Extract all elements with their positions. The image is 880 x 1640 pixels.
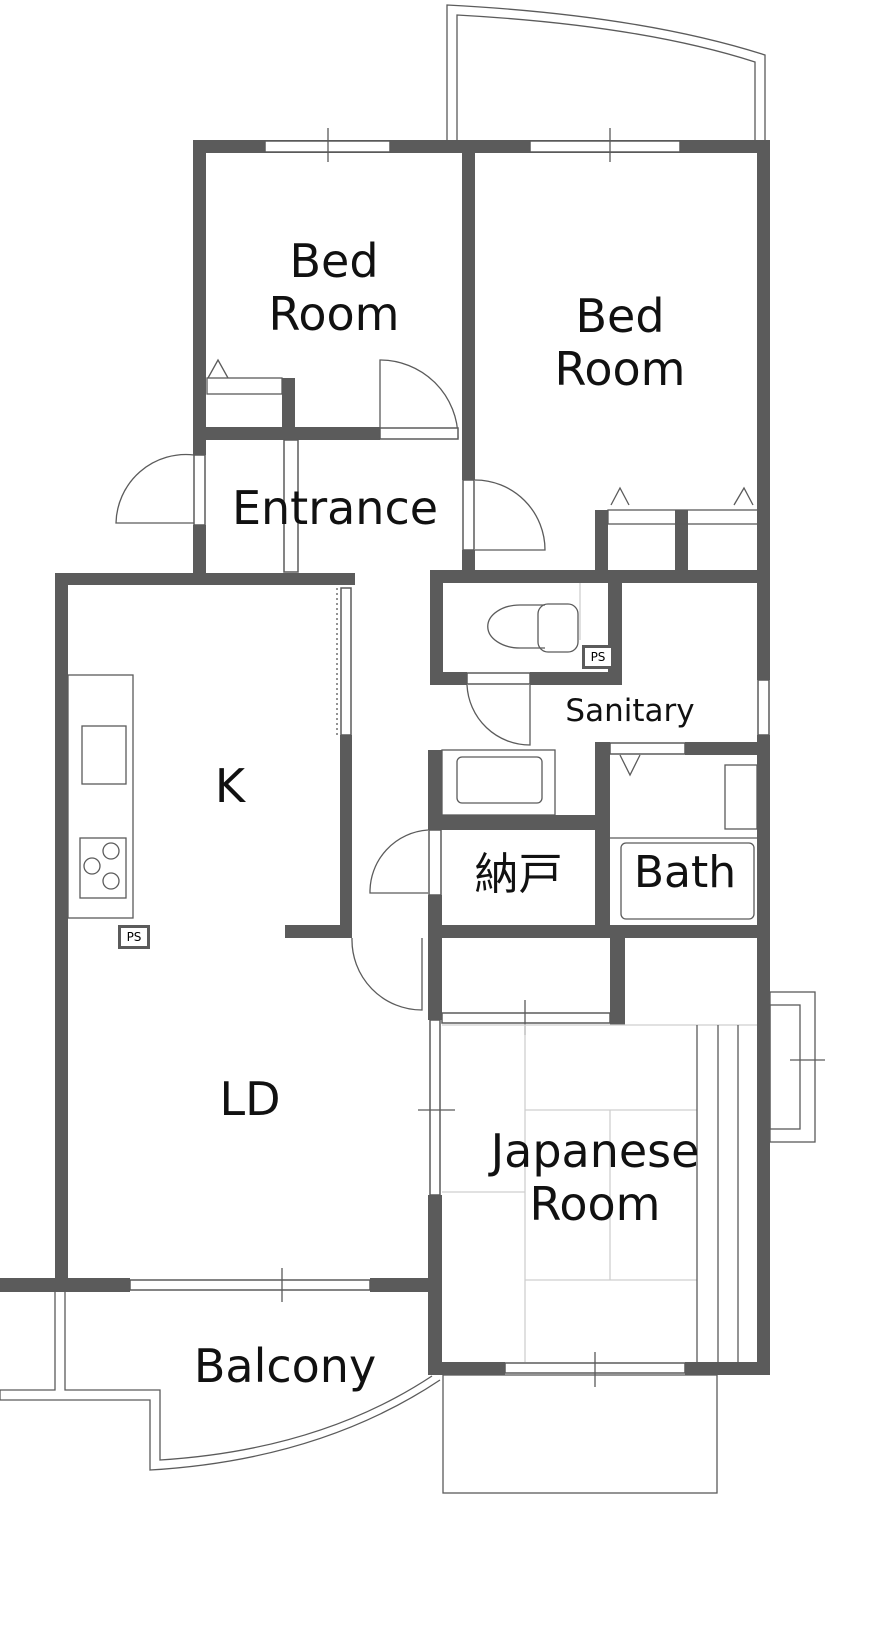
room-label-bath: Bath bbox=[633, 847, 737, 898]
room-label-bedroom2: Bed Room bbox=[554, 289, 686, 396]
fixtures bbox=[67, 358, 759, 1362]
doors bbox=[115, 359, 686, 1011]
room-label-kitchen: K bbox=[214, 759, 246, 813]
ps-toilet: PS bbox=[582, 645, 614, 669]
room-label-ld: LD bbox=[219, 1072, 281, 1126]
room-label-balcony: Balcony bbox=[193, 1339, 377, 1393]
walls bbox=[0, 140, 770, 1375]
room-label-japanese-room: Japanese Room bbox=[490, 1124, 700, 1231]
left-balcony bbox=[0, 1292, 441, 1471]
room-label-entrance: Entrance bbox=[231, 481, 439, 535]
room-label-bedroom1: Bed Room bbox=[268, 234, 400, 341]
ps-kitchen: PS bbox=[118, 925, 150, 949]
room-label-sanitary: Sanitary bbox=[565, 693, 695, 729]
lower-balcony bbox=[442, 1374, 718, 1494]
upper-balcony bbox=[446, 4, 766, 140]
room-label-storage: 納戸 bbox=[474, 849, 563, 900]
